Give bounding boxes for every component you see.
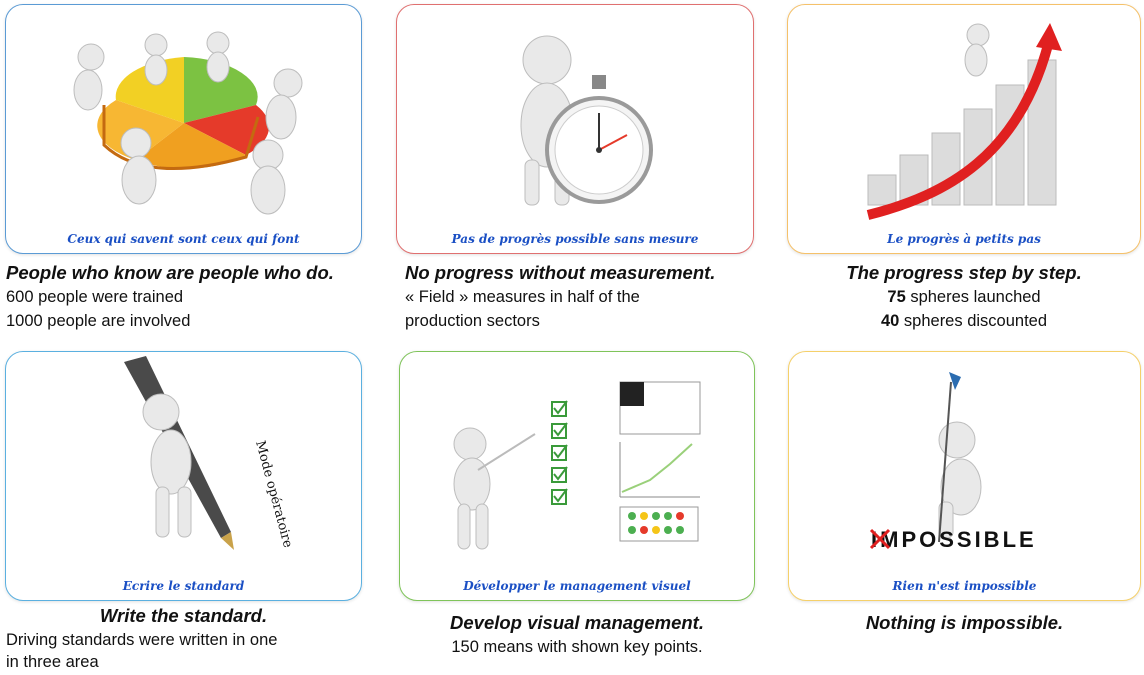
teamwork-pie-illustration [73, 31, 303, 215]
card-heading: Write the standard. [99, 605, 268, 626]
card-heading: The progress step by step. [846, 262, 1082, 283]
mode-operatoire-text: Mode opératoire [252, 439, 295, 550]
card-caption: Le progrès à petits pas [887, 232, 1041, 246]
card-heading: No progress without measurement. [405, 262, 716, 283]
card-caption: Ecrire le standard [122, 579, 245, 593]
visual-board-illustration [453, 381, 701, 550]
card-caption: Pas de progrès possible sans mesure [451, 232, 699, 246]
card-detail-line: 1000 people are involved [6, 312, 191, 330]
spheres-discounted-label: spheres discounted [899, 312, 1048, 330]
card-detail-line: 150 means with shown key points. [451, 638, 703, 656]
checklist-icon [551, 400, 568, 505]
card-detail-line: « Field » measures in half of the [405, 288, 640, 306]
card-detail-line: in three area [6, 653, 99, 671]
card-detail-line: 40 spheres discounted [787, 312, 1141, 331]
card-heading: Develop visual management. [450, 612, 704, 633]
impossible-figure-illustration: IMPOSSIBLE [869, 372, 1037, 552]
card-heading: People who know are people who do. [6, 262, 334, 283]
card-caption: Ceux qui savent sont ceux qui font [67, 232, 300, 246]
card-visual-management: Développer le management visuel [399, 351, 755, 601]
card-measurement: Pas de progrès possible sans mesure [396, 4, 754, 254]
card-caption: Développer le management visuel [463, 579, 691, 593]
impossible-word: IMPOSSIBLE [871, 527, 1037, 552]
spheres-discounted-count: 40 [880, 312, 900, 330]
card-detail-line: 75 spheres launched [787, 288, 1141, 307]
spheres-launched-count: 75 [887, 288, 906, 306]
card-detail-line: Driving standards were written in one [6, 631, 278, 649]
card-heading: Nothing is impossible. [865, 612, 1064, 633]
card-caption: Rien n'est impossible [892, 579, 1037, 593]
spheres-launched-label: spheres launched [905, 288, 1041, 306]
card-teamwork: Ceux qui savent sont ceux qui font [5, 4, 362, 254]
rising-bar-chart-illustration [866, 23, 1062, 220]
card-step-by-step: Le progrès à petits pas [787, 4, 1141, 254]
card-detail-line: 600 people were trained [6, 288, 184, 306]
card-write-standard: Mode opératoire Ecrire le standard [5, 351, 362, 601]
writing-pen-illustration: Mode opératoire [124, 356, 295, 550]
stopwatch-illustration [520, 35, 653, 206]
card-nothing-impossible: IMPOSSIBLE Rien n'est impossible [788, 351, 1141, 601]
card-detail-line: production sectors [405, 312, 540, 330]
